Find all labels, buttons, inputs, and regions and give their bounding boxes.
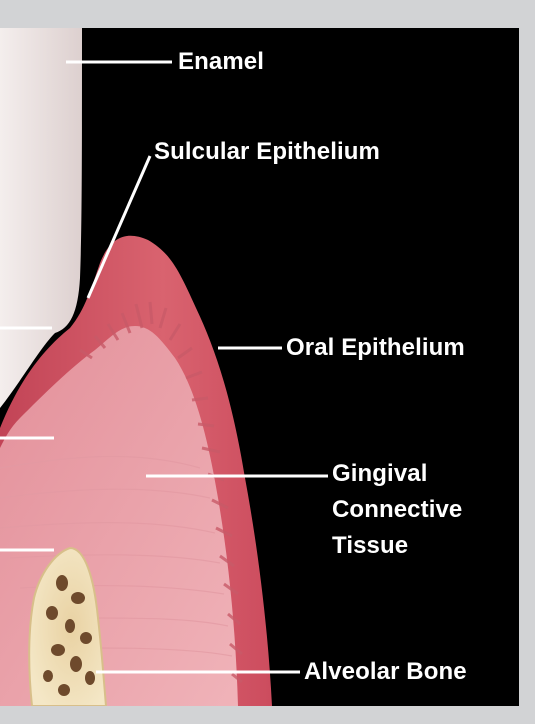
- sulcular-epithelium-label: Sulcular Epithelium: [154, 134, 380, 170]
- gingival-connective-tissue-label: Gingival Connective Tissue: [332, 456, 462, 564]
- oral-epithelium-label: Oral Epithelium: [286, 330, 465, 366]
- alveolar-bone-label: Alveolar Bone: [304, 654, 467, 690]
- gingiva-illustration: [0, 28, 519, 706]
- diagram-frame: Enamel Sulcular Epithelium Oral Epitheli…: [0, 28, 519, 706]
- enamel-label: Enamel: [178, 44, 264, 80]
